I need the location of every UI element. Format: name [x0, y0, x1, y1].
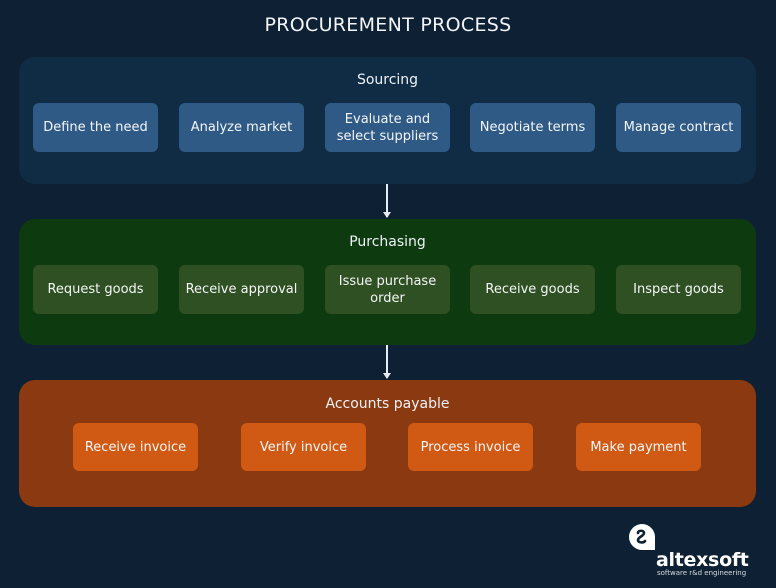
stage-title-purchasing: Purchasing: [349, 234, 426, 250]
brand-tagline: software r&d engineering: [657, 569, 747, 577]
stage-sourcing: Sourcing Define the need Analyze market …: [19, 57, 756, 184]
step-verify-invoice[interactable]: Verify invoice: [241, 423, 366, 471]
step-receive-invoice[interactable]: Receive invoice: [73, 423, 198, 471]
step-analyze-market[interactable]: Analyze market: [179, 103, 304, 152]
step-process-invoice[interactable]: Process invoice: [408, 423, 533, 471]
diagram-title: PROCUREMENT PROCESS: [264, 14, 512, 36]
stage-purchasing: Purchasing Request goods Receive approva…: [19, 219, 756, 345]
flow-arrow-sourcing-to-purchasing: [383, 184, 391, 218]
step-receive-approval[interactable]: Receive approval: [179, 265, 304, 314]
flow-arrow-purchasing-to-payable: [383, 345, 391, 379]
step-define-the-need[interactable]: Define the need: [33, 103, 158, 152]
stage-title-accounts-payable: Accounts payable: [325, 396, 450, 412]
step-make-payment[interactable]: Make payment: [576, 423, 701, 471]
step-evaluate-select-suppliers[interactable]: Evaluate and select suppliers: [325, 103, 450, 152]
stage-title-sourcing: Sourcing: [356, 72, 419, 88]
stage-accounts-payable: Accounts payable Receive invoice Verify …: [19, 380, 756, 507]
step-issue-purchase-order[interactable]: Issue purchase order: [325, 265, 450, 314]
step-receive-goods[interactable]: Receive goods: [470, 265, 595, 314]
brand-name: altexsoft: [656, 549, 749, 571]
altexsoft-logo: altexsoft software r&d engineering: [624, 522, 749, 582]
step-negotiate-terms[interactable]: Negotiate terms: [470, 103, 595, 152]
step-request-goods[interactable]: Request goods: [33, 265, 158, 314]
altexsoft-logo-icon: [629, 524, 655, 550]
step-inspect-goods[interactable]: Inspect goods: [616, 265, 741, 314]
step-manage-contract[interactable]: Manage contract: [616, 103, 741, 152]
